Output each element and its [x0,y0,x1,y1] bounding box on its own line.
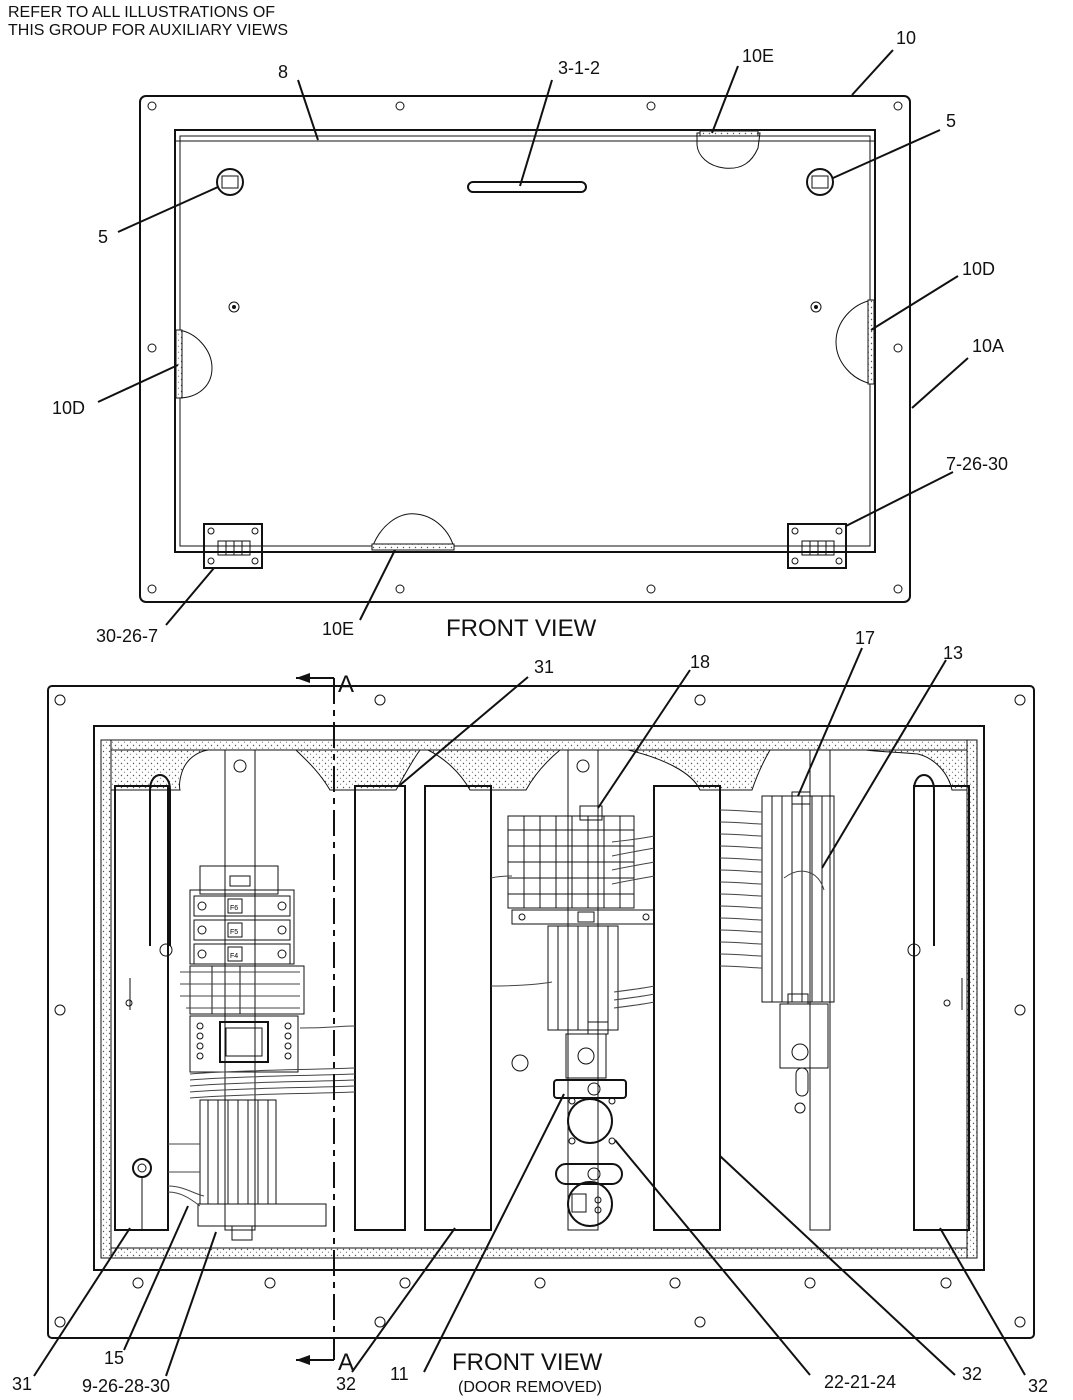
callout-11: 11 [390,1364,409,1384]
gasket-band [100,739,978,1259]
enclosure-flange-holes [54,694,1026,1328]
right-terminal-assembly [719,791,835,1097]
section-marker-top: A [338,671,354,698]
reference-note: REFER TO ALL ILLUSTRATIONS OF THIS GROUP… [8,4,288,40]
ground-lug-left [132,1158,152,1230]
callout-10: 10 [896,28,916,48]
front-view-title: FRONT VIEW [446,615,597,642]
door-removed-leaders [33,647,1026,1377]
fuse-label-f4: F4 [230,953,238,960]
callout-31-bottom: 31 [12,1374,32,1394]
callout-10e-top: 10E [742,46,774,66]
insulation-panel-4 [653,785,721,1231]
door-removed-view: F6 F5 F4 [12,628,1048,1396]
gasket-breakout-right [835,299,873,385]
gasket-breakout-bottom [371,513,455,549]
section-line-a [296,673,335,1365]
hinge-right [787,523,847,569]
flange-holes [147,101,903,594]
callout-32-right: 32 [1028,1376,1048,1396]
section-marker-bottom: A [338,1349,354,1376]
callout-3-1-2: 3-1-2 [558,58,600,78]
callout-10e-bottom: 10E [322,619,354,639]
callout-10d-right: 10D [962,259,995,279]
ground-strap-left [125,774,173,1010]
fuse-label-f5: F5 [230,929,238,936]
callout-15: 15 [104,1348,124,1368]
door-panel-inner [179,135,871,547]
callout-30-26-7: 30-26-7 [96,626,158,646]
outer-flange [139,95,911,603]
callout-5-left: 5 [98,227,108,247]
center-terminal-assembly [490,805,655,1227]
door-handle-slot [467,181,587,193]
reference-note-line-1: REFER TO ALL ILLUSTRATIONS OF [8,4,276,21]
callout-10a: 10A [972,336,1004,356]
enclosure-inner [100,739,978,1259]
door-leaders [97,49,969,626]
door-panel [174,129,876,553]
callout-8: 8 [278,62,288,82]
left-component-stack: F6 F5 F4 [167,865,356,1241]
ground-strap-right [907,774,963,1010]
gasket-breakout-left [177,329,213,399]
insulation-panel-2 [354,785,406,1231]
door-latch-left [216,168,244,196]
insulation-panel-right [913,785,970,1231]
enclosure-flange [47,685,1035,1339]
callout-17: 17 [855,628,875,648]
door-removed-view-subtitle: (DOOR REMOVED) [458,1379,602,1396]
callout-31-top: 31 [534,657,554,677]
fuse-label-f6: F6 [230,905,238,912]
callout-7-26-30: 7-26-30 [946,454,1008,474]
callout-22-21-24: 22-21-24 [824,1372,896,1392]
door-latch-right [806,168,834,196]
vertical-rails [224,749,831,1231]
insulation-panel-left [114,785,169,1231]
insulation-panel-3 [424,785,492,1231]
hinge-left [203,523,263,569]
door-front-view: 10 8 3-1-2 10E 5 5 10D 10A 10D 7-26-30 3… [52,28,1008,646]
callout-5-right: 5 [946,111,956,131]
callout-9-26-28-30: 9-26-28-30 [82,1376,170,1396]
reference-note-line-2: THIS GROUP FOR AUXILIARY VIEWS [8,22,289,39]
door-removed-view-title: FRONT VIEW [452,1349,603,1376]
callout-32-mid: 32 [962,1364,982,1384]
callout-10d-left: 10D [52,398,85,418]
enclosure-body [93,725,985,1271]
callout-32-left: 32 [336,1374,356,1394]
callout-18: 18 [690,652,710,672]
gasket-breakout-top [696,132,761,169]
callout-13: 13 [943,643,963,663]
door-fasteners [228,301,822,313]
